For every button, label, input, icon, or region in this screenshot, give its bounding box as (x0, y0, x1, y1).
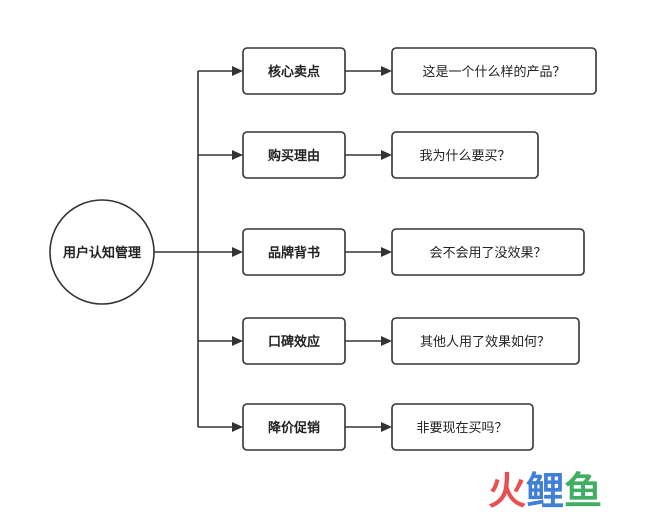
branch-node-5: 降价促销 (242, 403, 346, 451)
watermark-char-2: 鲤 (526, 469, 564, 512)
question-arrow-5 (345, 422, 392, 432)
connectors (154, 66, 392, 432)
branch-label-2: 购买理由 (268, 148, 320, 164)
question-arrow-3 (345, 247, 392, 257)
branch-label-3: 品牌背书 (268, 245, 320, 261)
watermark-logo: 火鲤鱼 (488, 469, 602, 512)
question-arrow-4 (345, 336, 392, 346)
watermark-char-3: 鱼 (564, 469, 602, 512)
branch-label-1: 核心卖点 (268, 64, 320, 80)
question-node-4: 其他人用了效果如何？ (391, 317, 580, 365)
branch-arrow-2 (198, 150, 243, 160)
question-label-4: 其他人用了效果如何？ (420, 334, 550, 350)
branch-arrow-4 (198, 336, 243, 346)
branch-node-4: 口碑效应 (242, 317, 346, 365)
watermark-char-1: 火 (488, 469, 526, 512)
question-arrow-2 (345, 150, 392, 160)
question-node-5: 非要现在买吗？ (391, 403, 534, 451)
branch-label-5: 降价促销 (268, 420, 320, 436)
branch-arrow-5 (198, 422, 243, 432)
question-node-3: 会不会用了没效果？ (391, 228, 585, 276)
root-label: 用户认知管理 (62, 245, 141, 261)
branch-node-2: 购买理由 (242, 131, 346, 179)
question-arrow-1 (345, 66, 392, 76)
question-label-3: 会不会用了没效果？ (429, 246, 546, 261)
question-node-1: 这是一个什么样的产品？ (391, 47, 597, 95)
branch-arrow-1 (198, 66, 243, 76)
branch-label-4: 口碑效应 (268, 334, 320, 350)
branch-node-1: 核心卖点 (242, 47, 346, 95)
question-label-5: 非要现在买吗？ (416, 421, 507, 436)
question-node-2: 我为什么要买？ (391, 131, 539, 179)
branch-node-3: 品牌背书 (242, 228, 346, 276)
root-node: 用户认知管理 (49, 199, 155, 305)
question-label-1: 这是一个什么样的产品？ (422, 64, 565, 80)
branch-arrow-3 (198, 247, 243, 257)
question-label-2: 我为什么要买？ (419, 149, 510, 164)
